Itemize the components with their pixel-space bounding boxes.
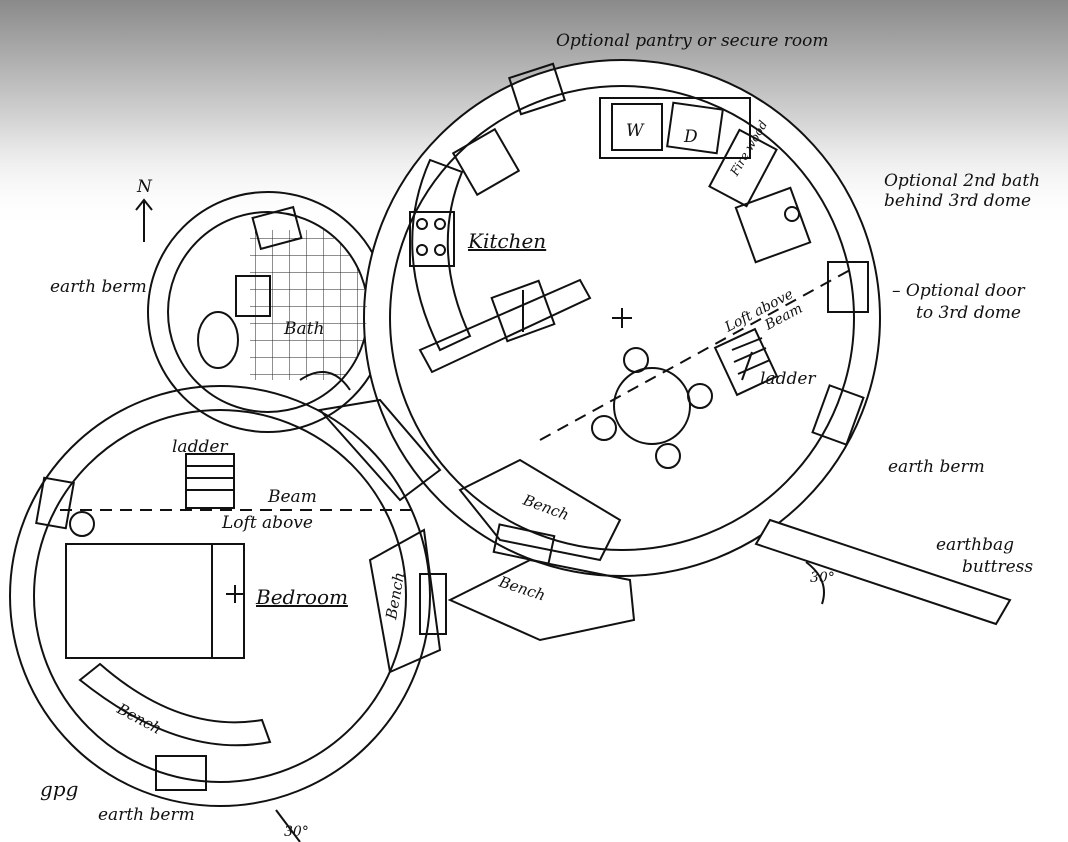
dryer-label: D bbox=[683, 127, 698, 147]
fridge bbox=[451, 127, 521, 197]
kitchen-island bbox=[418, 278, 592, 374]
bath-door-swing bbox=[299, 371, 351, 391]
beam-left-label: Beam bbox=[267, 487, 317, 507]
toilet bbox=[235, 275, 271, 317]
bed-foot bbox=[211, 543, 245, 659]
bath-tile-floor bbox=[250, 230, 367, 380]
nightstand bbox=[69, 511, 95, 537]
bottom-buttress bbox=[275, 809, 301, 842]
buttress-angle-arc bbox=[805, 561, 825, 605]
ladder-right-label: ladder bbox=[760, 369, 816, 389]
main-dome-inner-wall bbox=[389, 85, 855, 551]
dining-table bbox=[613, 367, 691, 445]
signature: gpg bbox=[40, 777, 78, 801]
bed bbox=[65, 543, 213, 659]
angle-right-label: 30° bbox=[810, 570, 835, 586]
angle-bottom-label: 30° bbox=[284, 824, 309, 840]
door-label: – Optional door bbox=[892, 281, 1026, 301]
kitchen-counter bbox=[411, 158, 472, 352]
earth-berm-left-label: earth berm bbox=[50, 277, 147, 297]
window-right-1 bbox=[827, 261, 869, 313]
bathtub bbox=[197, 311, 239, 369]
loft-above-left-label: Loft above bbox=[221, 513, 313, 533]
bedroom-label: Bedroom bbox=[255, 585, 348, 609]
washer-label: W bbox=[626, 121, 645, 141]
kitchen-label: Kitchen bbox=[467, 229, 546, 253]
stove bbox=[409, 211, 455, 267]
window-bath bbox=[251, 205, 303, 251]
door-label-2: to 3rd dome bbox=[916, 303, 1021, 323]
sink bbox=[490, 279, 556, 343]
window-bedroom-bottom bbox=[155, 755, 207, 791]
buttress-label: buttress bbox=[962, 557, 1033, 577]
earthbag-label: earthbag bbox=[936, 535, 1014, 555]
window-top bbox=[507, 62, 567, 116]
north-label: N bbox=[136, 177, 153, 197]
firewood-box bbox=[708, 128, 778, 208]
bedroom-dome-inner-wall bbox=[33, 409, 407, 783]
kitchen-center-mark bbox=[612, 308, 632, 328]
entry-wall bbox=[318, 398, 442, 502]
bath-label: Bath bbox=[283, 319, 324, 339]
ladder-right bbox=[713, 327, 779, 397]
bench-upper bbox=[458, 458, 622, 562]
earth-berm-right-label: earth berm bbox=[888, 457, 985, 477]
window-bedroom-left bbox=[35, 476, 75, 530]
second-bath-label: Optional 2nd bath bbox=[884, 171, 1040, 191]
earthbag-buttress bbox=[754, 518, 1012, 626]
ladder-left bbox=[185, 453, 235, 509]
bench-vertical bbox=[368, 528, 442, 674]
laundry-area bbox=[599, 97, 751, 159]
bedroom-center-mark bbox=[226, 585, 244, 603]
bench-bedroom bbox=[78, 662, 272, 747]
bench-lower bbox=[447, 558, 636, 642]
bedroom-dome-outer-wall bbox=[9, 385, 431, 807]
bench-bedroom-label: Bench bbox=[113, 699, 164, 738]
bench-lower-label: Bench bbox=[496, 572, 548, 604]
earth-berm-bottom-label: earth berm bbox=[98, 805, 195, 825]
beams bbox=[60, 269, 851, 511]
north-arrow-icon bbox=[135, 198, 153, 242]
dryer bbox=[666, 101, 724, 155]
window-right-2 bbox=[811, 384, 865, 446]
pantry-label: Optional pantry or secure room bbox=[556, 31, 829, 51]
washer bbox=[611, 103, 663, 151]
bath-two-fixture bbox=[734, 186, 812, 264]
fixtures bbox=[35, 62, 1012, 842]
second-bath-label-2: behind 3rd dome bbox=[884, 191, 1031, 211]
window-bench bbox=[419, 573, 447, 635]
ladder-left-label: ladder bbox=[172, 437, 228, 457]
